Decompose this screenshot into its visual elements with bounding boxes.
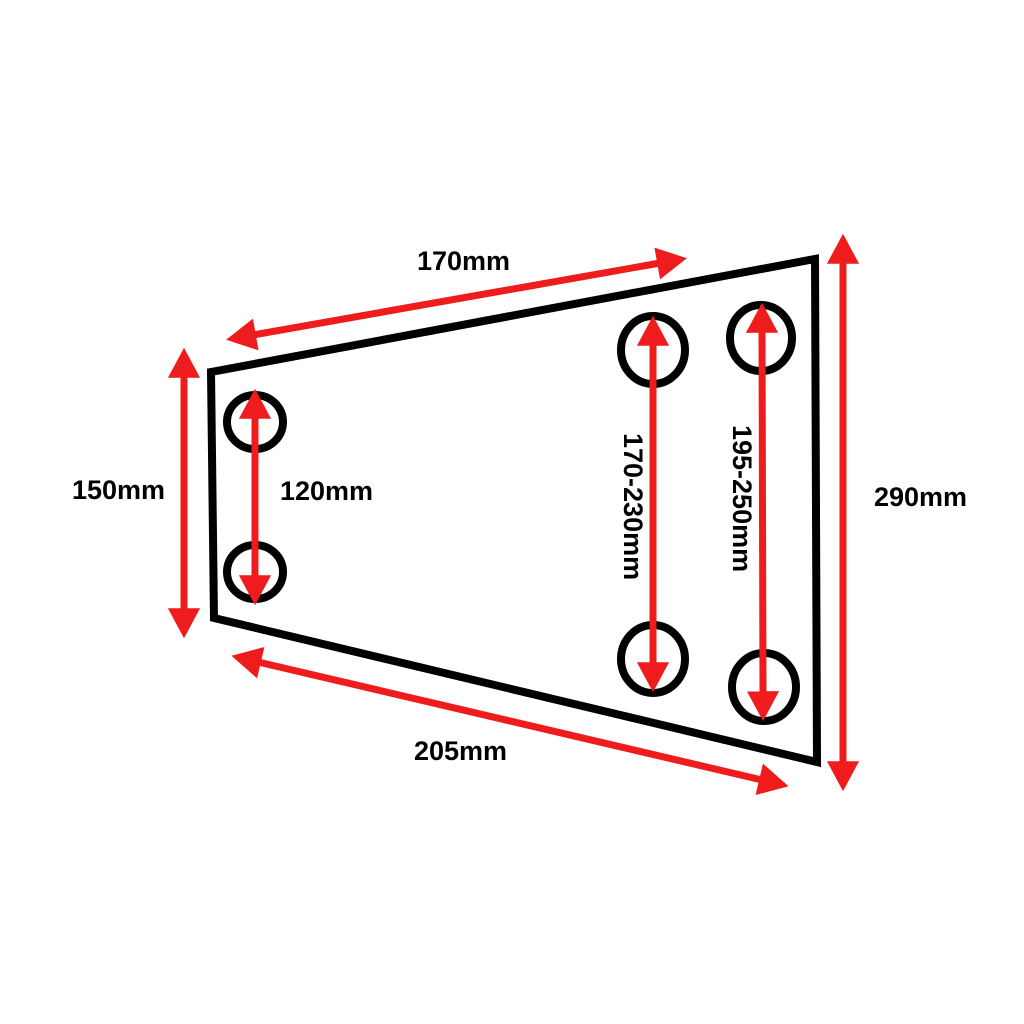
right-edge-dimension-label: 290mm bbox=[874, 482, 967, 512]
outer-hole-spacing-arrow bbox=[745, 302, 780, 722]
plate-outline bbox=[206, 254, 822, 768]
left-edge-dimension-label: 150mm bbox=[72, 475, 165, 505]
outer-hole-spacing-label: 195-250mm bbox=[727, 425, 757, 572]
top-edge-dimension-arrow bbox=[226, 247, 687, 351]
inner-hole-spacing-label: 170-230mm bbox=[618, 433, 648, 580]
bottom-edge-dimension-arrow bbox=[231, 646, 789, 796]
bottom-edge-dimension-label: 205mm bbox=[414, 736, 507, 766]
top-edge-dimension-label: 170mm bbox=[417, 246, 510, 276]
left-hole-spacing-label: 120mm bbox=[280, 476, 373, 506]
